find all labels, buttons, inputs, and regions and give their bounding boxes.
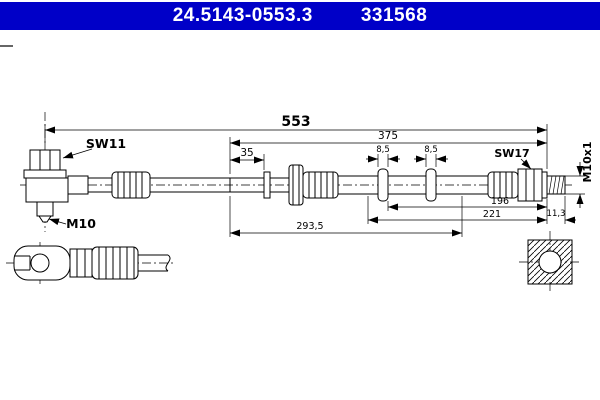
label-m10x1: M10x1	[581, 141, 594, 182]
part-number: 24.5143-0553.3	[172, 5, 313, 26]
dimension-lines	[45, 126, 584, 237]
left-fitting	[23, 149, 89, 223]
boot-middle	[302, 171, 339, 199]
dim-293-5: 293,5	[296, 221, 323, 232]
label-sw11: SW11	[86, 136, 126, 151]
dim-375: 375	[378, 130, 398, 142]
boot-right	[487, 171, 519, 199]
leader-lines	[48, 148, 532, 226]
bead-left	[377, 168, 389, 202]
break-mark	[165, 254, 171, 272]
grommet	[288, 164, 304, 206]
bead-right	[425, 168, 437, 202]
boot-lower	[91, 246, 139, 280]
hose-assembly-view	[23, 149, 566, 223]
dim-196: 196	[491, 196, 509, 207]
bracket-hole	[538, 250, 562, 274]
bracket-section-view	[527, 239, 573, 285]
collar	[263, 171, 271, 199]
dim-553: 553	[281, 114, 310, 130]
boot-left	[111, 171, 151, 199]
reference-number: 331568	[360, 5, 428, 26]
dim-35: 35	[240, 147, 253, 159]
label-m10: M10	[66, 216, 96, 231]
dim-8-5-left: 8,5	[376, 145, 390, 155]
dim-221: 221	[483, 209, 501, 220]
banjo-bottom-view	[13, 245, 171, 281]
dim-11-3: 11,3	[547, 209, 566, 219]
title-bar: 24.5143-0553.3 331568	[0, 2, 600, 30]
banjo-eye	[30, 253, 50, 273]
right-fitting	[517, 168, 566, 202]
label-sw17: SW17	[494, 147, 529, 160]
dim-8-5-right: 8,5	[424, 145, 438, 155]
